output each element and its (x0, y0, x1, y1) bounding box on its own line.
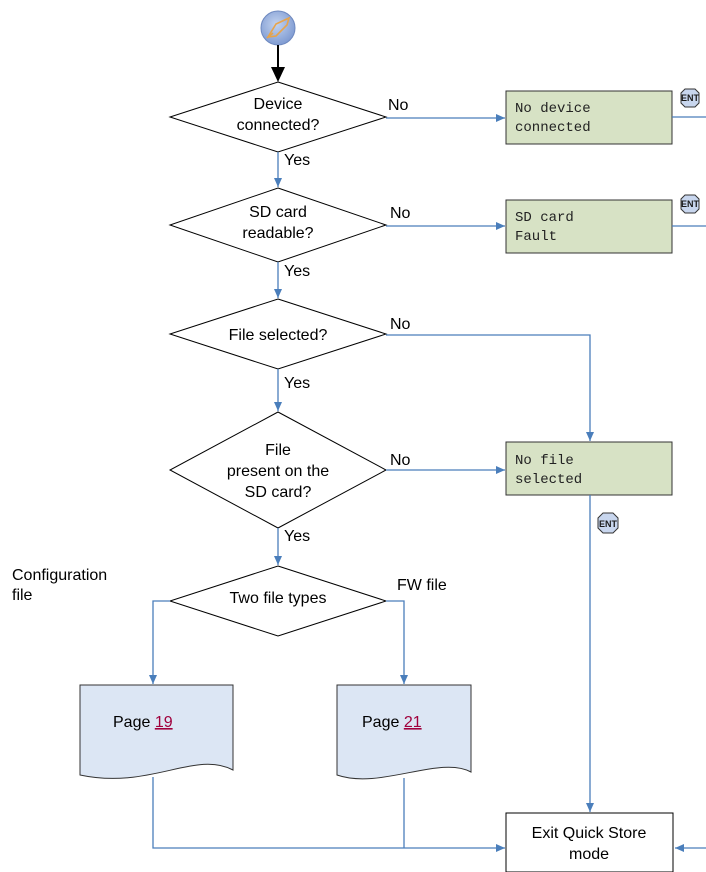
label-config-line1: Configuration (12, 567, 107, 584)
doc-page-21: Page 21 (336, 684, 472, 780)
decision-device-line1: Device (254, 96, 303, 113)
decision-file-present-line3: SD card? (245, 484, 312, 501)
label-no-2: No (390, 205, 411, 222)
decision-file-present-line1: File (265, 442, 291, 459)
label-config-line2: file (12, 587, 33, 604)
pencil-icon (266, 16, 291, 39)
lcd-no-device: No device connected (505, 90, 673, 145)
start-node (260, 10, 296, 46)
arrow-no-file-selected (386, 334, 594, 441)
label-fw-file: FW file (397, 577, 447, 594)
decision-sd-readable: SD card readable? (168, 187, 388, 263)
decision-sd-line2: readable? (242, 225, 313, 242)
page-21-prefix: Page (362, 714, 404, 731)
decision-two-types-text: Two file types (230, 590, 327, 607)
decision-device-connected: Device connected? (168, 81, 388, 153)
arrow-fw-branch (386, 600, 408, 684)
ent-button-1[interactable]: ENT (680, 88, 700, 108)
decision-device-line2: connected? (237, 117, 320, 134)
decision-file-present-line2: present on the (227, 463, 329, 480)
svg-text:Page 19: Page 19 (113, 714, 173, 731)
ent-button-3[interactable]: ENT (597, 512, 619, 534)
label-yes-3: Yes (284, 375, 310, 392)
doc-page-19: Page 19 (79, 684, 234, 779)
page-21-link[interactable]: 21 (404, 714, 422, 731)
arrow-config-branch (149, 600, 170, 684)
line-page19-to-exit (152, 777, 505, 852)
decision-file-selected: File selected? (168, 298, 388, 370)
lcd-sd-fault-line1: SD card (515, 210, 574, 226)
lcd-no-file-line2: selected (515, 472, 582, 488)
lcd-no-device-line2: connected (515, 120, 591, 136)
ent-button-2[interactable]: ENT (680, 194, 700, 214)
lcd-sd-fault: SD card Fault (505, 199, 673, 254)
exit-line1: Exit Quick Store (532, 825, 647, 842)
decision-two-file-types: Two file types (168, 565, 388, 637)
decision-sd-line1: SD card (249, 204, 307, 221)
page-19-prefix: Page (113, 714, 155, 731)
svg-text:Page 21: Page 21 (362, 714, 422, 731)
label-no-3: No (390, 316, 411, 333)
decision-file-selected-text: File selected? (229, 327, 328, 344)
lcd-no-device-line1: No device (515, 101, 591, 117)
lcd-no-file-line1: No file (515, 453, 574, 469)
ent-label-3: ENT (599, 519, 618, 529)
label-no-4: No (390, 452, 411, 469)
page-19-link[interactable]: 19 (155, 714, 173, 731)
exit-quick-store-box: Exit Quick Store mode (505, 812, 674, 872)
label-yes-4: Yes (284, 528, 310, 545)
lcd-no-file: No file selected (505, 441, 673, 496)
ent-label-1: ENT (681, 93, 700, 103)
decision-file-present: File present on the SD card? (168, 411, 388, 529)
exit-line2: mode (569, 846, 609, 863)
ent-label-2: ENT (681, 199, 700, 209)
label-no-1: No (388, 97, 409, 114)
label-yes-2: Yes (284, 263, 310, 280)
label-yes-1: Yes (284, 152, 310, 169)
lcd-sd-fault-line2: Fault (515, 229, 557, 245)
